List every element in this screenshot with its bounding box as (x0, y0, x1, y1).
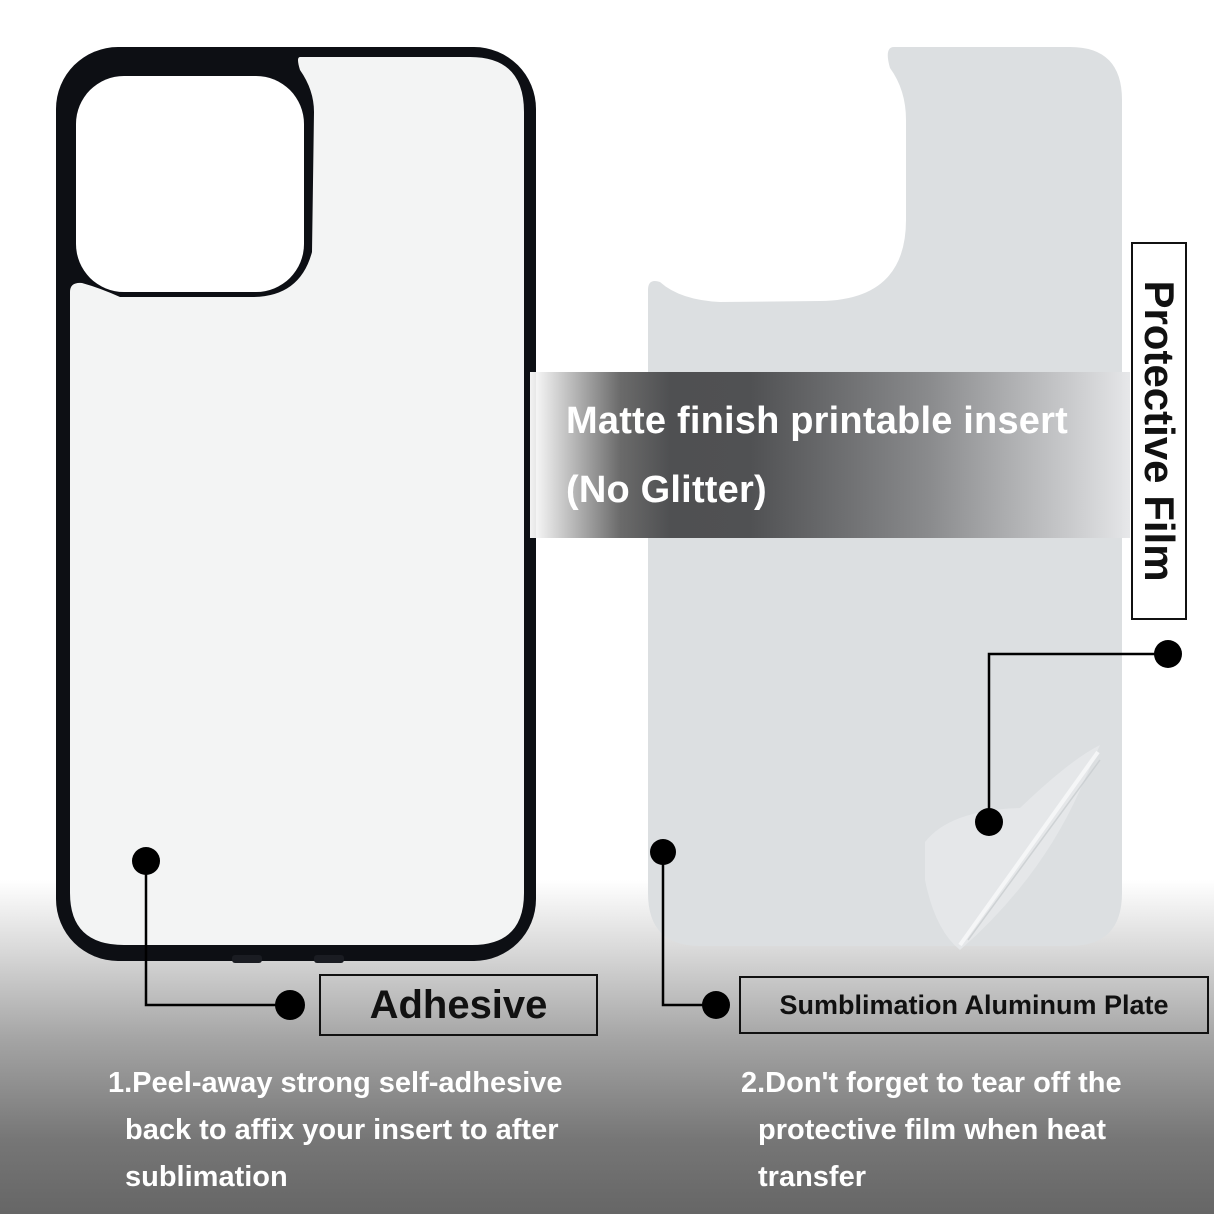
matte-finish-banner: Matte finish printable insert (No Glitte… (530, 372, 1130, 538)
camera-cutout (76, 76, 304, 292)
callout-dot-adhesive-start (132, 847, 160, 875)
banner-line-1: Matte finish printable insert (566, 400, 1068, 442)
adhesive-text: Adhesive (369, 982, 548, 1027)
banner-line-2: (No Glitter) (566, 469, 767, 511)
callout-aluminum (661, 852, 716, 1007)
note1-line2: back to affix your insert to after (125, 1114, 559, 1146)
note2-line1: 2.Don't forget to tear off the (741, 1067, 1122, 1099)
aluminum-plate-text: Sumblimation Aluminum Plate (779, 989, 1169, 1020)
callout-dot-film-start (975, 808, 1003, 836)
note-protective-film: 2.Don't forget to tear off the protectiv… (741, 1060, 1122, 1201)
note2-line3: transfer (758, 1161, 866, 1193)
phone-case (56, 47, 536, 963)
callout-dot-adhesive-end (275, 990, 305, 1020)
callout-adhesive (144, 861, 290, 1007)
printable-insert (70, 57, 524, 945)
peeling-film (925, 745, 1100, 950)
note-adhesive: 1.Peel-away strong self-adhesive back to… (108, 1060, 563, 1201)
callout-dot-film-end (1154, 640, 1182, 668)
protective-film-text: Protective Film (1136, 280, 1183, 582)
note2-line2: protective film when heat (758, 1114, 1107, 1146)
aluminum-plate-label: Sumblimation Aluminum Plate (739, 976, 1209, 1034)
adhesive-label: Adhesive (319, 974, 598, 1036)
note1-line1: 1.Peel-away strong self-adhesive (108, 1067, 563, 1099)
note1-line3: sublimation (125, 1161, 288, 1193)
callout-dot-aluminum-start (650, 839, 676, 865)
protective-film-label: Protective Film (1131, 242, 1187, 620)
callout-dot-aluminum-end (702, 991, 730, 1019)
callout-protective-film (987, 652, 1168, 822)
